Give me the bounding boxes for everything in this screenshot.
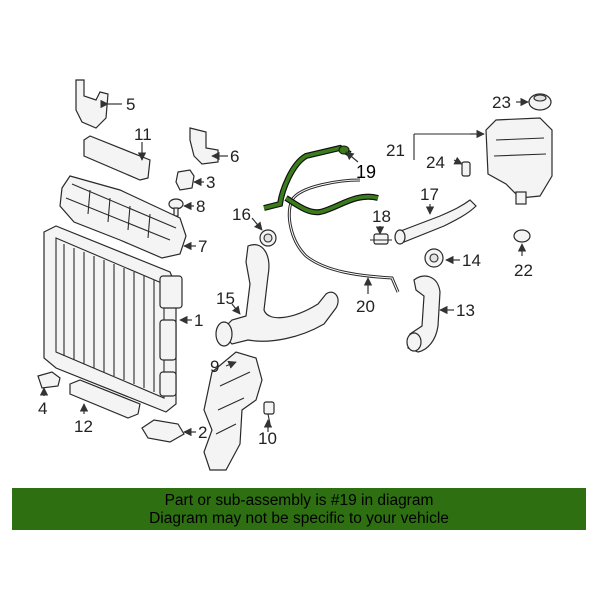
callout-3: 3 — [206, 173, 215, 192]
part-14-clamp — [424, 248, 460, 268]
part-21-expansion-tank — [413, 117, 553, 205]
callout-2: 2 — [198, 423, 207, 442]
callout-5: 5 — [126, 95, 135, 114]
part-19-hose-highlighted — [263, 144, 379, 216]
callout-1: 1 — [194, 311, 203, 330]
callout-14: 14 — [462, 251, 481, 270]
part-8-bolt — [168, 198, 194, 217]
callout-7: 7 — [198, 237, 207, 256]
part-15-lower-hose — [215, 244, 339, 347]
callout-8: 8 — [196, 197, 205, 216]
callout-24: 24 — [426, 153, 445, 172]
part-1-radiator — [43, 225, 192, 413]
part-20-pipe — [287, 178, 400, 294]
callout-17: 17 — [420, 185, 439, 204]
callout-13: 13 — [456, 301, 475, 320]
banner-line-2: Diagram may not be specific to your vehi… — [149, 510, 449, 527]
callout-18: 18 — [372, 207, 391, 226]
callout-23: 23 — [492, 93, 511, 112]
callout-15: 15 — [216, 289, 235, 308]
callout-19: 19 — [356, 162, 376, 182]
part-22-cap — [513, 229, 531, 256]
part-7-air-duct — [59, 175, 196, 259]
part-17-upper-hose — [394, 199, 477, 245]
callout-20: 20 — [356, 297, 375, 316]
part-4-mount — [37, 371, 61, 396]
part-23-cap — [516, 93, 552, 111]
banner-line-1: Part or sub-assembly is #19 in diagram — [164, 492, 434, 509]
callout-16: 16 — [232, 205, 251, 224]
part-16-clamp — [251, 217, 277, 247]
part-10-sensor — [263, 401, 275, 432]
part-3-clip — [175, 169, 204, 191]
callout-4: 4 — [38, 399, 47, 418]
callout-6: 6 — [230, 147, 239, 166]
part-6-bracket — [189, 127, 228, 165]
part-24-sensor — [453, 156, 471, 177]
callout-21: 21 — [386, 141, 405, 160]
part-2-lower-bracket — [141, 419, 196, 443]
callout-9: 9 — [210, 357, 219, 376]
callout-11: 11 — [134, 125, 152, 144]
part-9-shroud — [203, 351, 263, 471]
part-18-connector — [370, 226, 392, 245]
part-5-bracket — [75, 79, 122, 129]
callout-10: 10 — [258, 429, 277, 448]
part-11-cover — [83, 135, 151, 181]
callout-12: 12 — [74, 417, 93, 436]
part-12-deflector — [69, 379, 141, 419]
callout-22: 22 — [514, 261, 533, 280]
info-banner: Part or sub-assembly is #19 in diagram D… — [12, 488, 586, 530]
part-13-return-hose — [406, 275, 454, 353]
